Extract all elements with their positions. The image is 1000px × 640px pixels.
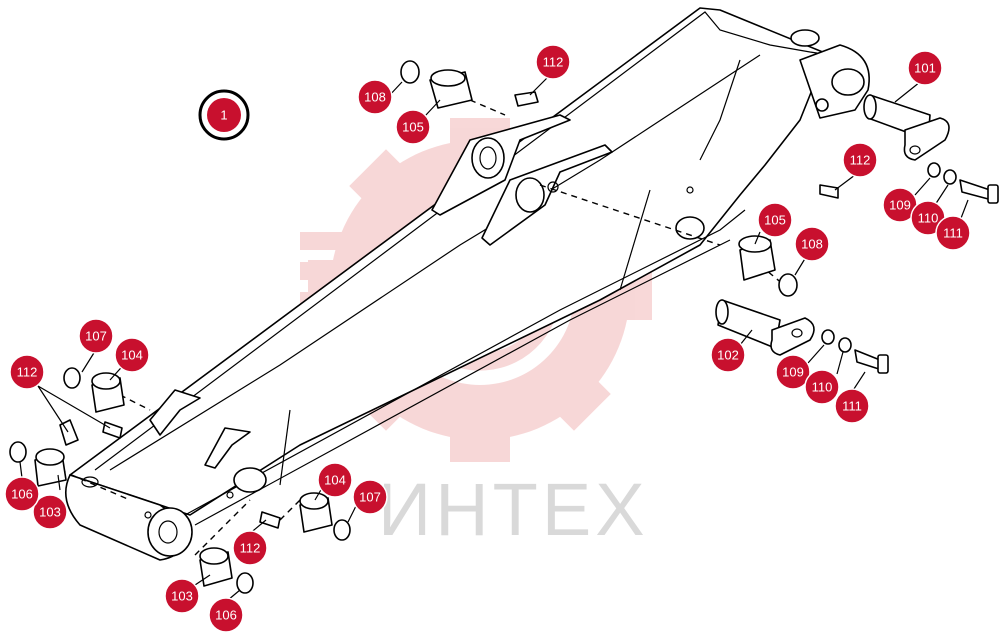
base-lugs bbox=[149, 389, 251, 469]
callout-104: 104 bbox=[114, 337, 150, 373]
callout-111: 111 bbox=[935, 215, 971, 251]
callout-103: 103 bbox=[32, 494, 68, 530]
svg-text:104: 104 bbox=[121, 348, 143, 363]
callout-105: 105 bbox=[757, 202, 793, 238]
washers-and-bolts bbox=[821, 162, 999, 374]
callout-106: 106 bbox=[208, 597, 244, 633]
callout-108: 108 bbox=[357, 79, 393, 115]
seal-rings bbox=[9, 60, 798, 594]
svg-text:105: 105 bbox=[764, 213, 786, 228]
callout-108: 108 bbox=[794, 226, 830, 262]
callout-109: 109 bbox=[775, 354, 811, 390]
assembly-badge: 1 bbox=[198, 89, 250, 141]
boom-arm bbox=[64, 7, 870, 561]
svg-text:102: 102 bbox=[717, 348, 739, 363]
svg-text:112: 112 bbox=[850, 153, 871, 168]
svg-text:105: 105 bbox=[402, 120, 424, 135]
leader-lines bbox=[19, 74, 969, 601]
watermark-text: ИНТЕХ bbox=[378, 468, 649, 551]
callout-112: 112 bbox=[232, 530, 268, 566]
svg-text:112: 112 bbox=[240, 541, 261, 556]
callout-105: 105 bbox=[395, 109, 431, 145]
callout-103: 103 bbox=[164, 578, 200, 614]
svg-text:101: 101 bbox=[914, 61, 936, 76]
bushings bbox=[34, 69, 776, 587]
svg-text:109: 109 bbox=[889, 198, 911, 213]
callout-102: 102 bbox=[710, 337, 746, 373]
callout-101: 101 bbox=[907, 50, 943, 86]
callout-112: 112 bbox=[842, 142, 878, 178]
assembly-badge-label: 1 bbox=[220, 108, 227, 123]
svg-text:107: 107 bbox=[85, 329, 107, 344]
svg-text:104: 104 bbox=[324, 473, 346, 488]
svg-text:111: 111 bbox=[943, 226, 963, 241]
pin-101 bbox=[863, 94, 950, 161]
svg-text:110: 110 bbox=[812, 380, 833, 395]
callout-112: 112 bbox=[9, 354, 45, 390]
callout-106: 106 bbox=[4, 476, 40, 512]
callout-104: 104 bbox=[317, 462, 353, 498]
svg-text:111: 111 bbox=[842, 399, 862, 414]
svg-text:108: 108 bbox=[801, 237, 823, 252]
callout-111: 111 bbox=[834, 388, 870, 424]
svg-text:110: 110 bbox=[918, 211, 939, 226]
grease-fittings bbox=[59, 91, 839, 529]
svg-text:107: 107 bbox=[359, 490, 381, 505]
svg-text:103: 103 bbox=[39, 505, 61, 520]
svg-text:112: 112 bbox=[17, 365, 38, 380]
svg-text:108: 108 bbox=[364, 90, 386, 105]
callout-107: 107 bbox=[352, 479, 388, 515]
svg-text:109: 109 bbox=[782, 365, 804, 380]
pin-102 bbox=[715, 299, 815, 356]
callouts: 101 102 103 103 104 104 105 105 106 106 … bbox=[4, 44, 971, 633]
callout-110: 110 bbox=[804, 369, 840, 405]
assembly-lines bbox=[59, 99, 791, 556]
callout-107: 107 bbox=[78, 318, 114, 354]
svg-text:106: 106 bbox=[215, 608, 237, 623]
svg-text:112: 112 bbox=[543, 55, 564, 70]
callout-112: 112 bbox=[535, 44, 571, 80]
svg-text:103: 103 bbox=[171, 589, 193, 604]
svg-text:106: 106 bbox=[11, 487, 33, 502]
